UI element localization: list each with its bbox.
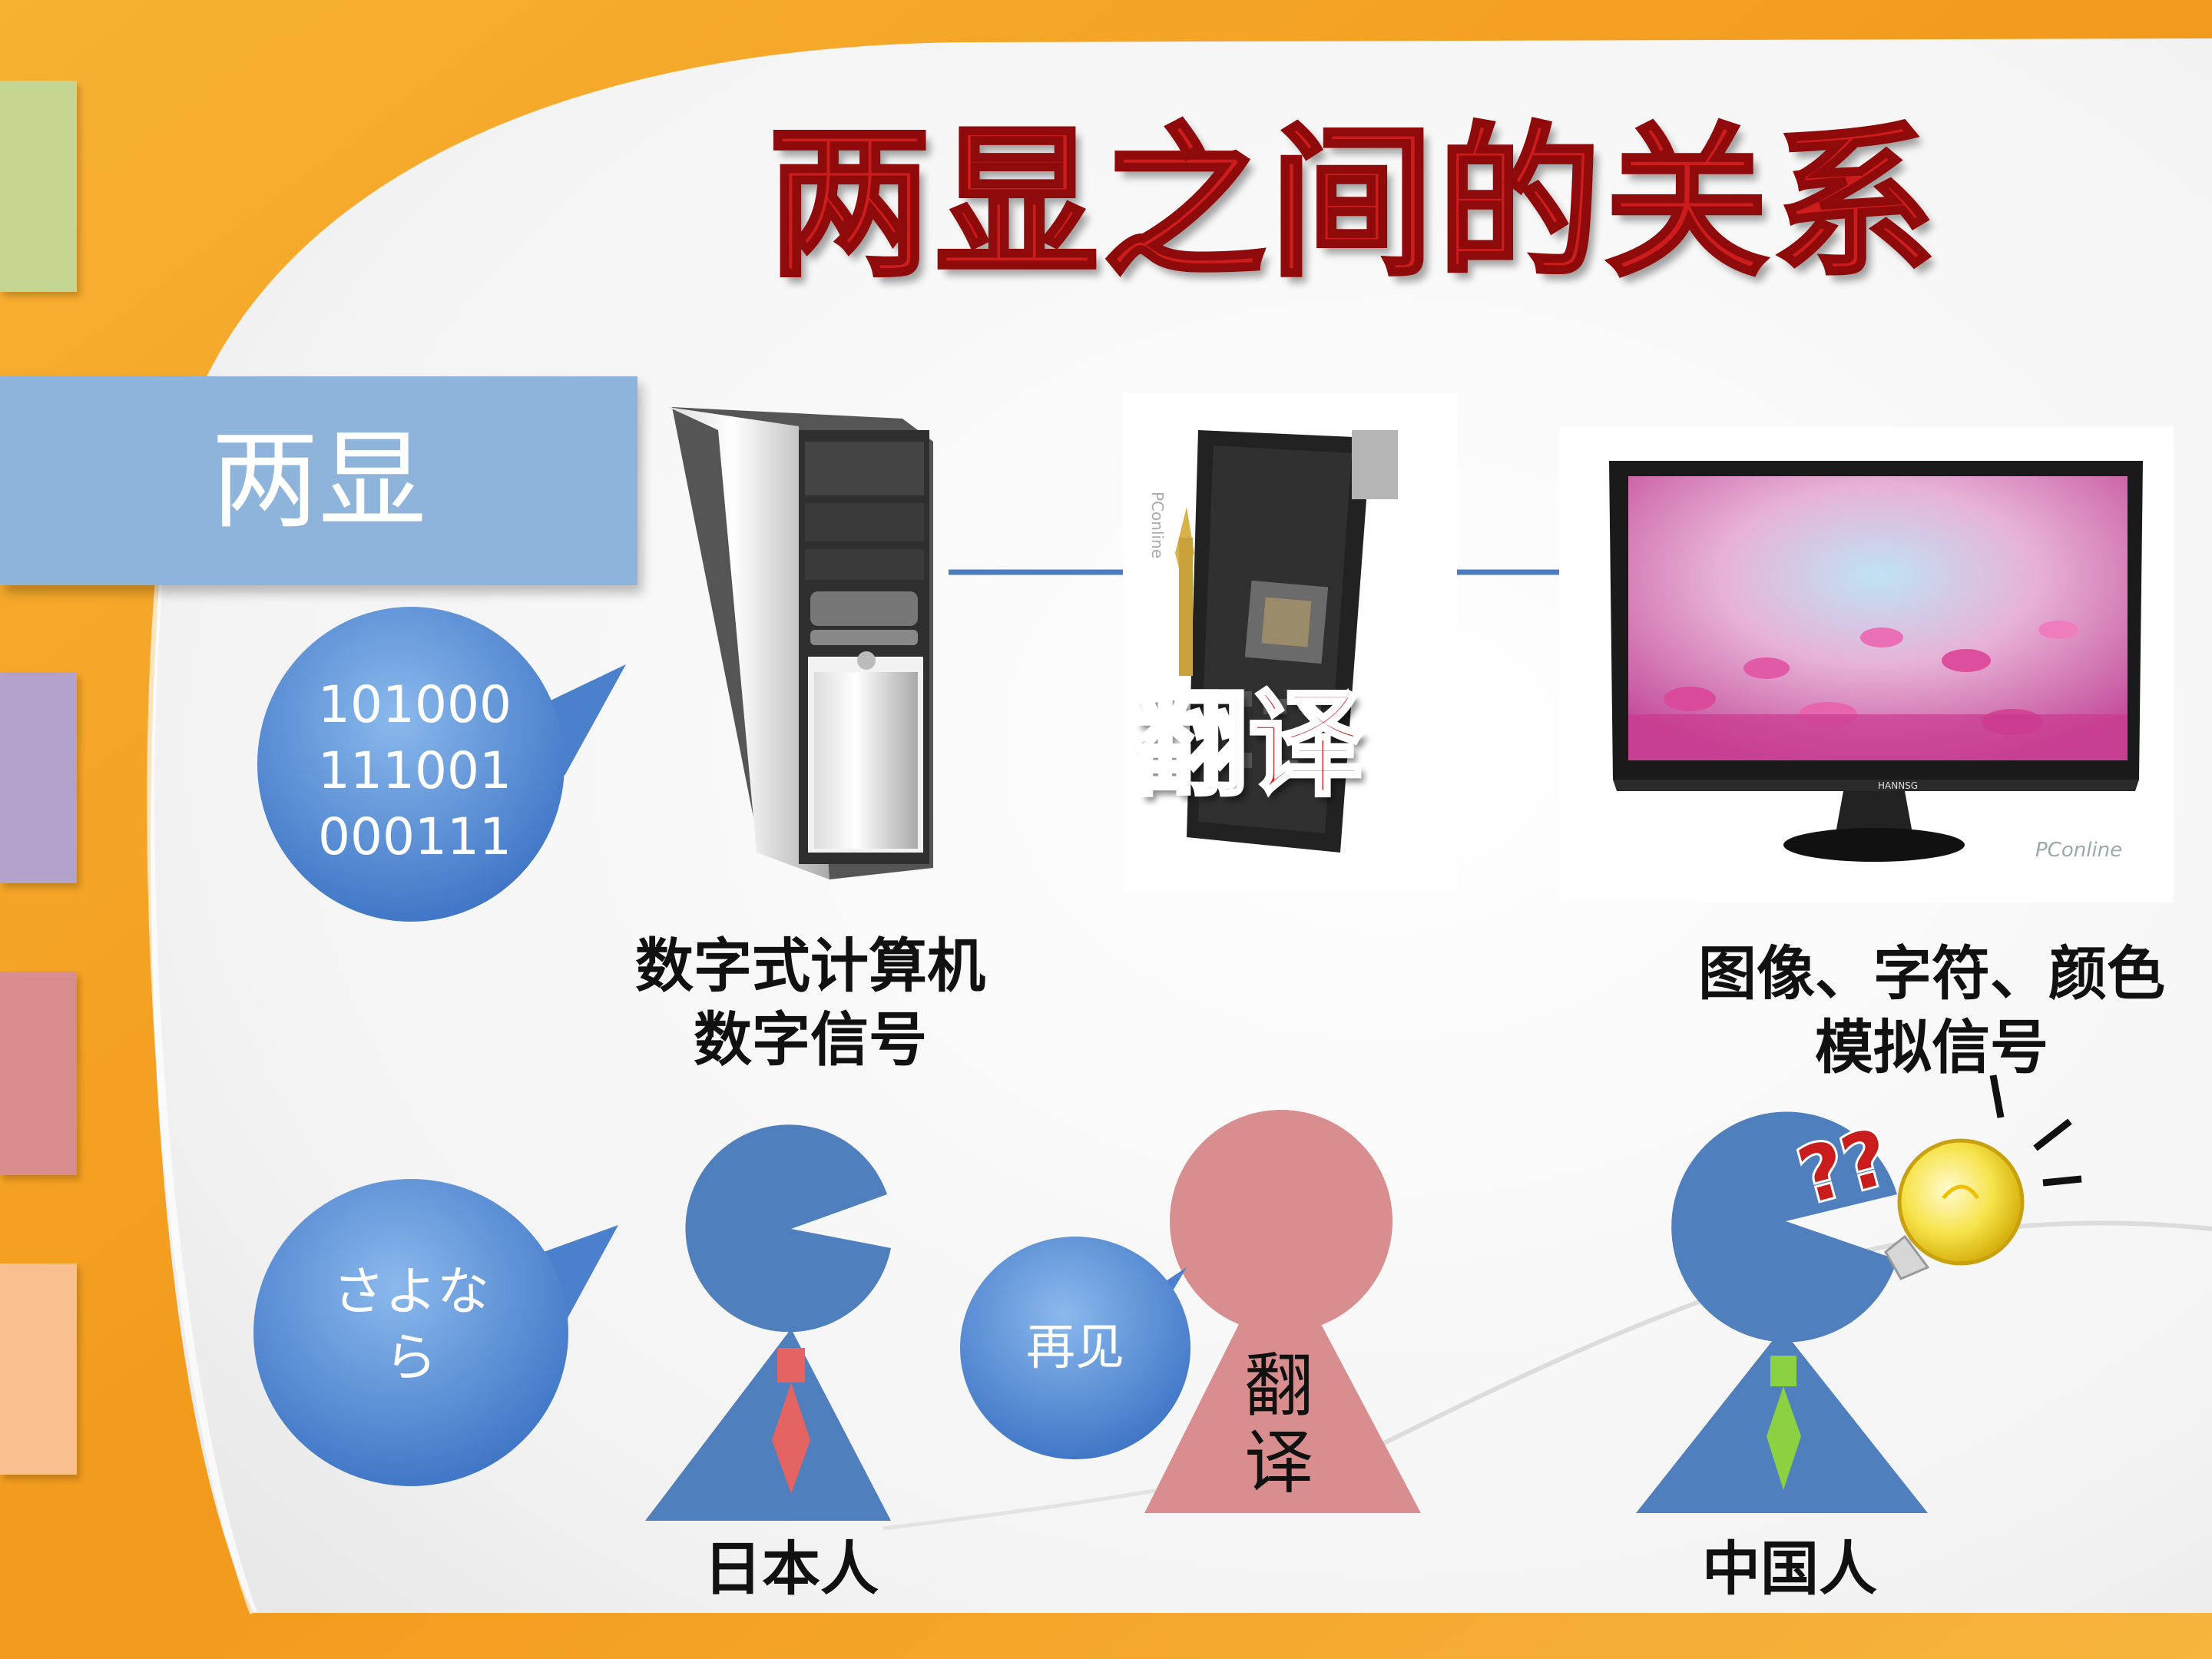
japanese-speech-bubble [253,1179,618,1486]
lightbulb-icon [1884,1075,2082,1280]
flower-field-image [1628,621,2128,760]
chinese-speech-bubble [960,1237,1190,1459]
section-tab: 两显 [0,376,637,585]
monitor-caption-line: 图像、字符、颜色 [1698,939,2165,1008]
japanese-person-figure [645,1124,891,1521]
chinese-bubble-text: 再见 [1026,1320,1124,1376]
translator-label: 翻 译 [1229,1348,1329,1502]
side-block-peach [0,1263,77,1475]
chinese-person-label: 中国人 [1702,1535,1877,1603]
card-overlay-label: 翻译 [1131,678,1366,813]
binary-speech-bubble [257,607,626,922]
section-label: 两显 [211,419,427,544]
computer-caption-line: 数字式计算机 [635,932,985,1000]
side-block-green [0,81,77,292]
computer-tower-icon [668,407,933,879]
translator-label-line: 翻 [1244,1346,1313,1426]
graphics-card-icon: PConline [1123,393,1457,891]
translator-figure [1144,1110,1421,1513]
binary-line: 000111 [318,807,512,866]
card-watermark: PConline [1148,492,1167,558]
monitor-caption-line: 模拟信号 [1815,1013,2048,1081]
binary-bubble-text: 101000 111001 000111 [303,672,526,870]
monitor-caption: 图像、字符、颜色 模拟信号 [1667,937,2197,1084]
binary-line: 101000 [318,675,512,734]
computer-caption-line: 数字信号 [694,1005,927,1074]
japanese-bubble-text: さよな ら [311,1260,511,1392]
binary-line: 111001 [318,741,512,800]
japanese-bubble-line: さよな [332,1262,489,1323]
computer-caption: 数字式计算机 数字信号 [584,929,1037,1077]
monitor-brand: HANNSG [1878,780,1918,791]
slide-title: 两显之间的关系 [767,108,1940,298]
translator-label-line: 译 [1244,1422,1313,1503]
chinese-person-figure [1636,1111,1928,1513]
japanese-person-label: 日本人 [704,1535,879,1603]
side-block-purple [0,672,77,883]
monitor-watermark: PConline [2035,839,2122,862]
japanese-bubble-line: ら [384,1328,437,1389]
monitor-icon: HANNSG PConline [1559,426,2174,902]
side-block-pink [0,972,77,1175]
